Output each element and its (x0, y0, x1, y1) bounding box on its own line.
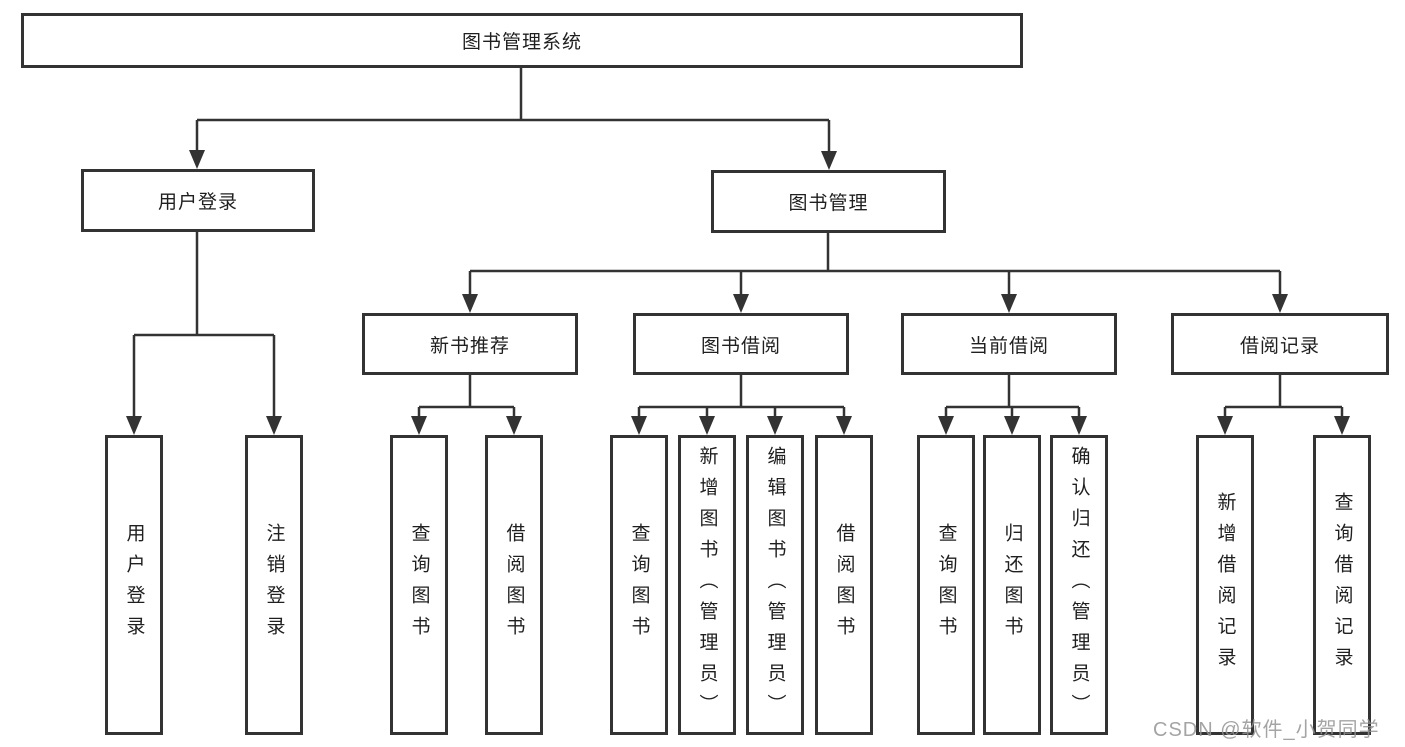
leaf-borrow-books-recommend: 借阅图书 (485, 435, 543, 735)
leaf-label: 查询图书 (935, 523, 957, 647)
node-root: 图书管理系统 (21, 13, 1023, 68)
node-book-management: 图书管理 (711, 170, 946, 233)
leaf-return-books: 归还图书 (983, 435, 1041, 735)
node-current-borrow: 当前借阅 (901, 313, 1117, 375)
leaf-label: 查询图书 (408, 523, 430, 647)
leaf-add-borrow-record: 新增借阅记录 (1196, 435, 1254, 735)
leaf-confirm-return-admin: 确认归还（管理员） (1050, 435, 1108, 735)
leaf-query-books-recommend: 查询图书 (390, 435, 448, 735)
node-borrow-records: 借阅记录 (1171, 313, 1389, 375)
node-new-book-recommend: 新书推荐 (362, 313, 578, 375)
leaf-logout: 注销登录 (245, 435, 303, 735)
leaf-query-books-borrow: 查询图书 (610, 435, 668, 735)
leaf-label: 确认归还（管理员） (1068, 445, 1090, 725)
leaf-query-books-current: 查询图书 (917, 435, 975, 735)
leaf-add-books-admin: 新增图书（管理员） (678, 435, 736, 735)
leaf-label: 新增借阅记录 (1214, 492, 1236, 678)
watermark: CSDN @软件_小贺同学 (1153, 719, 1380, 741)
node-user-login: 用户登录 (81, 169, 315, 232)
leaf-label: 注销登录 (263, 523, 285, 647)
leaf-label: 查询借阅记录 (1331, 492, 1353, 678)
node-book-borrow: 图书借阅 (633, 313, 849, 375)
leaf-label: 编辑图书（管理员） (764, 445, 786, 725)
leaf-label: 借阅图书 (833, 523, 855, 647)
leaf-label: 用户登录 (123, 523, 145, 647)
leaf-label: 归还图书 (1001, 523, 1023, 647)
leaf-label: 新增图书（管理员） (696, 445, 718, 725)
leaf-query-borrow-record: 查询借阅记录 (1313, 435, 1371, 735)
leaf-label: 借阅图书 (503, 523, 525, 647)
leaf-label: 查询图书 (628, 523, 650, 647)
leaf-borrow-books: 借阅图书 (815, 435, 873, 735)
leaf-edit-books-admin: 编辑图书（管理员） (746, 435, 804, 735)
leaf-user-login: 用户登录 (105, 435, 163, 735)
